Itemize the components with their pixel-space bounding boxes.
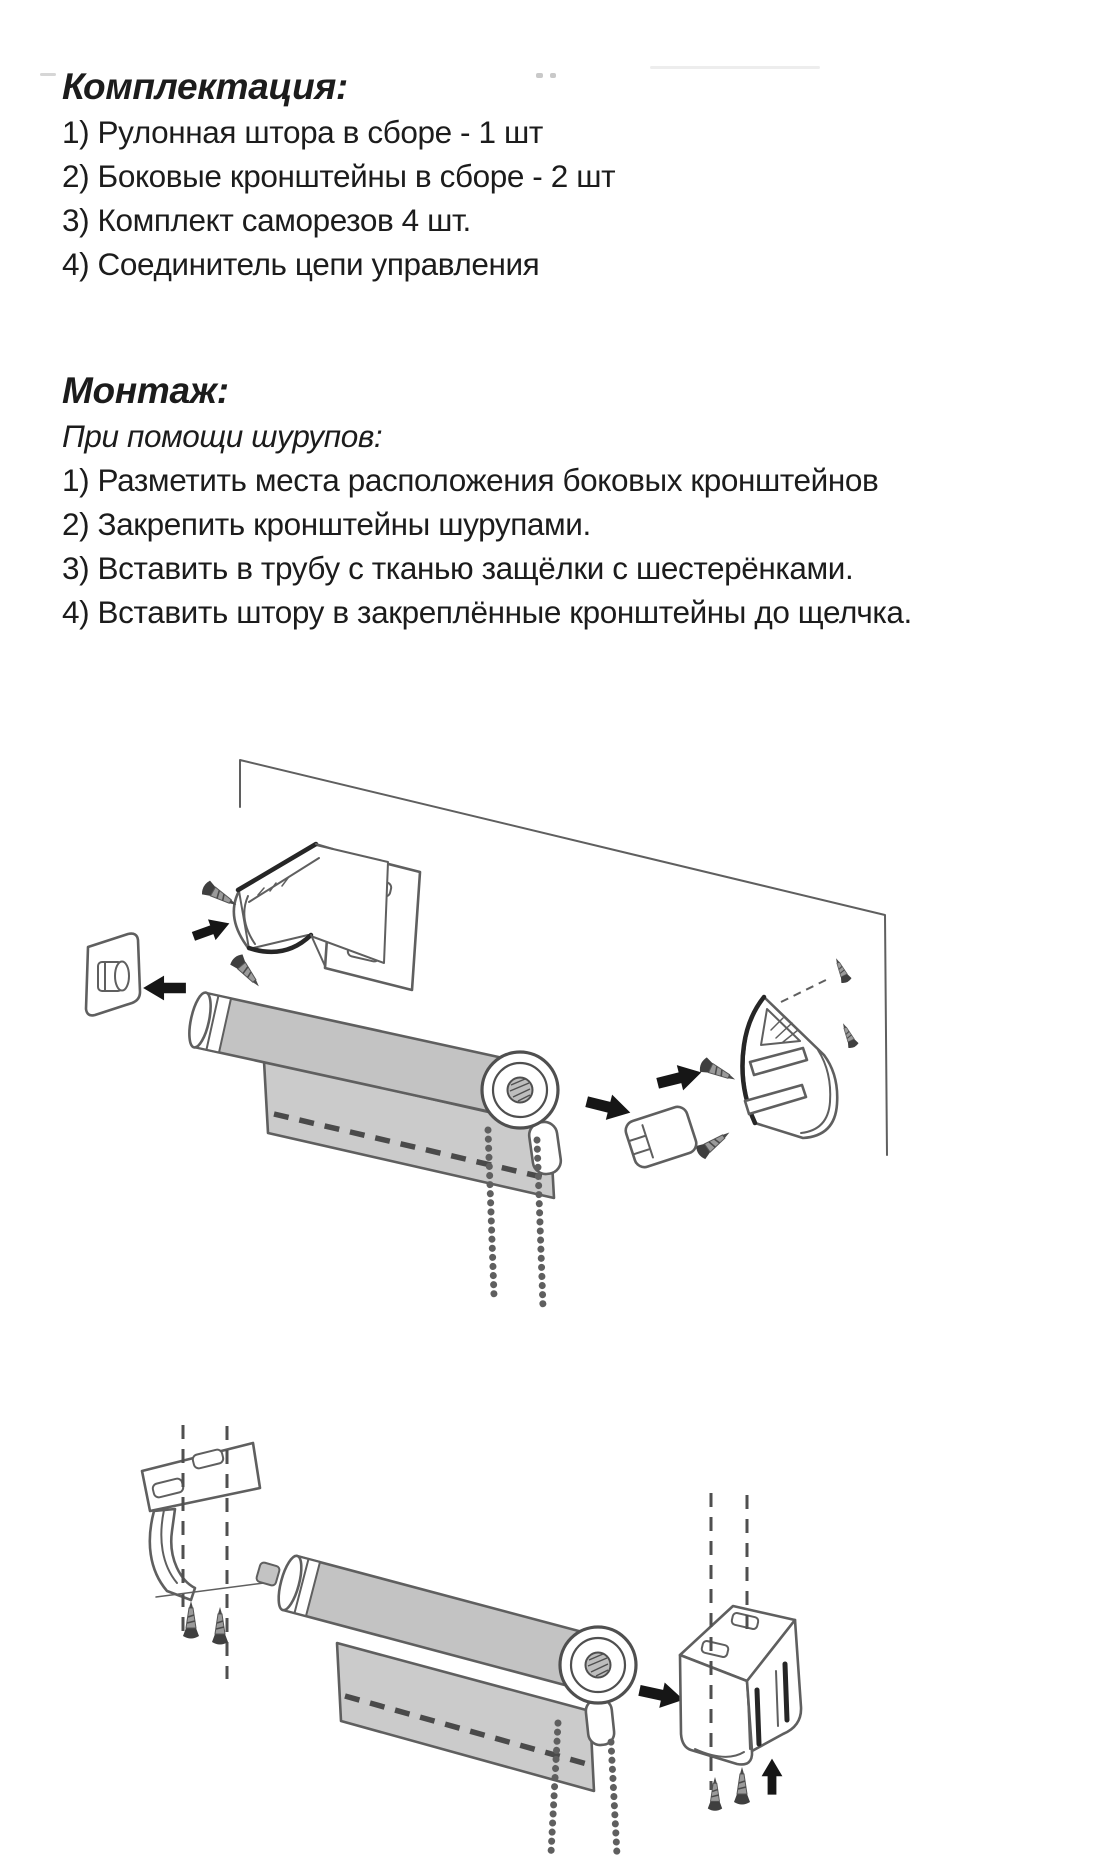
gear-latch-clip — [624, 1105, 698, 1169]
insert-arrow-icon — [583, 1089, 634, 1126]
screw-icon — [696, 1055, 740, 1088]
bead-chain — [547, 1719, 562, 1857]
installation-heading: Монтаж: — [62, 370, 229, 411]
scan-artifact — [650, 66, 820, 69]
fabric-panel — [335, 1641, 596, 1793]
screw-icon — [227, 951, 266, 993]
kit-item-2: 2) Боковые кронштейны в сборе - 2 шт — [62, 158, 616, 194]
screw-icon — [837, 1020, 860, 1051]
kit-item-3: 3) Комплект саморезов 4 шт. — [62, 202, 471, 238]
installation-step-2: 2) Закрепить кронштейны шурупами. — [62, 506, 591, 542]
ceiling-mount-diagram — [78, 1193, 878, 1869]
ceiling-mount-diagram-svg — [140, 1425, 803, 1859]
ceiling-bracket-left — [140, 1425, 265, 1679]
bead-chain — [607, 1738, 621, 1859]
chain-wheel-icon — [480, 1050, 560, 1130]
kit-item-4: 4) Соединитель цепи управления — [62, 246, 540, 282]
scan-artifact — [536, 73, 543, 78]
installation-method: При помощи шурупов: — [62, 418, 383, 454]
screw-icon — [830, 955, 853, 986]
bead-chain — [484, 1126, 498, 1299]
insert-arrow-icon — [761, 1758, 783, 1795]
insert-arrow-icon — [143, 975, 186, 1001]
bead-chain — [533, 1136, 547, 1311]
screw-icon — [693, 1125, 735, 1162]
scan-artifact — [40, 73, 56, 76]
installation-step-1: 1) Разметить места расположения боковых … — [62, 462, 879, 498]
kit-section: Комплектация: 1) Рулонная штора в сборе … — [62, 64, 616, 286]
wall-mount-diagram-svg — [84, 759, 888, 1311]
scan-artifact — [550, 73, 556, 78]
installation-section: Монтаж: При помощи шурупов: 1) Разметить… — [62, 368, 912, 634]
screw-icon — [733, 1766, 751, 1806]
ceiling-bracket-right — [678, 1493, 803, 1812]
end-cap — [84, 932, 142, 1017]
installation-step-3: 3) Вставить в трубу с тканью защёлки с ш… — [62, 550, 854, 586]
side-bracket-left — [189, 841, 422, 993]
kit-item-1: 1) Рулонная штора в сборе - 1 шт — [62, 114, 543, 150]
kit-heading: Комплектация: — [62, 66, 348, 107]
insert-arrow-icon — [189, 912, 234, 947]
wall-panel — [239, 759, 888, 1156]
roller-tube — [255, 1554, 607, 1694]
side-bracket-right — [693, 955, 860, 1162]
insert-arrow-icon — [636, 1677, 687, 1713]
chain-wheel-icon — [558, 1625, 638, 1705]
wall-mount-diagram — [48, 745, 1048, 1325]
insert-arrow-icon — [654, 1059, 705, 1096]
installation-step-4: 4) Вставить штору в закреплённые кронште… — [62, 594, 912, 630]
screw-icon — [182, 1600, 200, 1640]
